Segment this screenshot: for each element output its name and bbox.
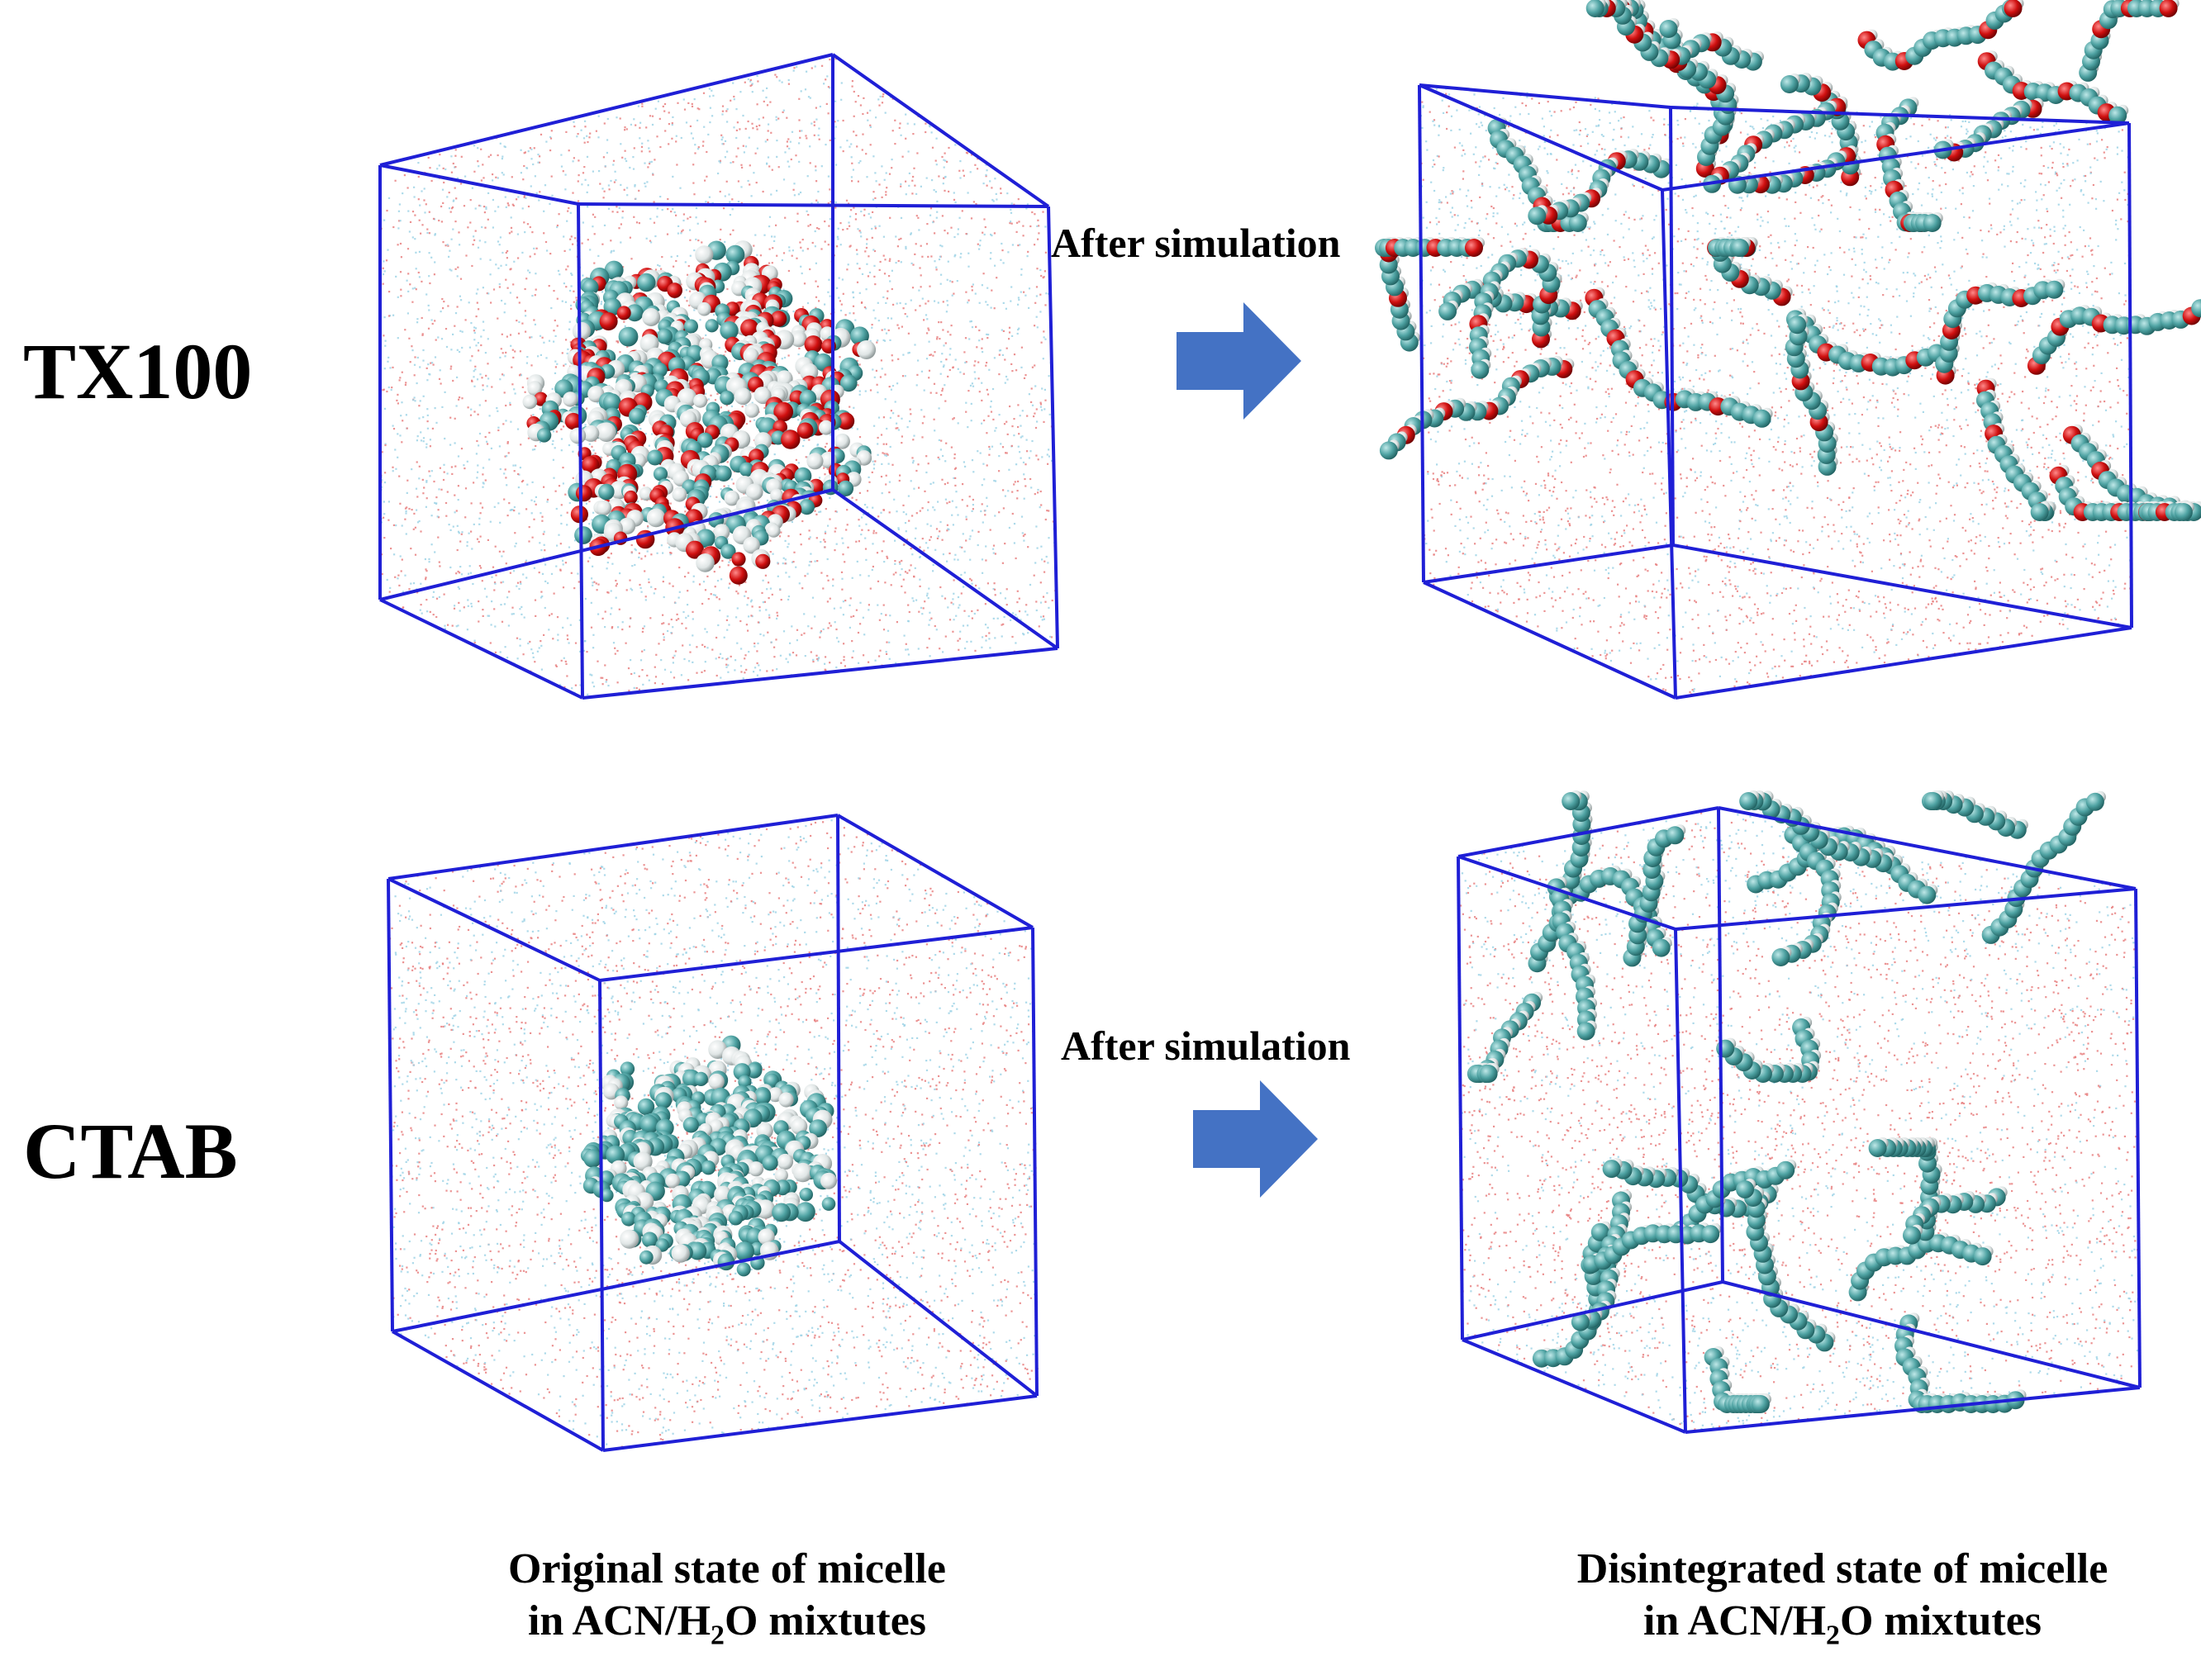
box-tx100-disintegrated <box>1375 0 2201 700</box>
box-edges <box>387 814 1039 1452</box>
arrow-label-ctab: After simulation <box>1061 1023 1351 1069</box>
caption-original-line2: in ACN/H2O mixtutes <box>527 1597 927 1651</box>
box-edges <box>378 53 1059 700</box>
surfactant-chains <box>1375 0 2201 521</box>
arrow-icon-tx100 <box>1177 302 1301 420</box>
row-label-tx100: TX100 <box>23 327 253 415</box>
row-label-ctab: CTAB <box>23 1107 238 1195</box>
micelle-cluster <box>522 240 877 585</box>
caption-disintegrated: Disintegrated state of micelle in ACN/H2… <box>1487 1543 2198 1651</box>
surfactant-chains <box>1467 790 2106 1413</box>
micelle-cluster <box>580 1035 837 1277</box>
box-ctab-original <box>387 814 1039 1452</box>
caption-disintegrated-line2: in ACN/H2O mixtutes <box>1642 1597 2042 1651</box>
arrow-icon-ctab <box>1193 1080 1318 1198</box>
caption-disintegrated-line1: Disintegrated state of micelle <box>1576 1545 2108 1592</box>
box-ctab-disintegrated <box>1457 790 2142 1434</box>
caption-original-line1: Original state of micelle <box>508 1545 946 1592</box>
solvent-dots <box>389 819 1039 1449</box>
box-edges <box>1418 83 2133 700</box>
caption-original: Original state of micelle in ACN/H2O mix… <box>388 1543 1066 1651</box>
box-edges <box>1457 806 2142 1434</box>
box-tx100-original <box>378 53 1059 700</box>
arrow-label-tx100: After simulation <box>1051 220 1341 266</box>
